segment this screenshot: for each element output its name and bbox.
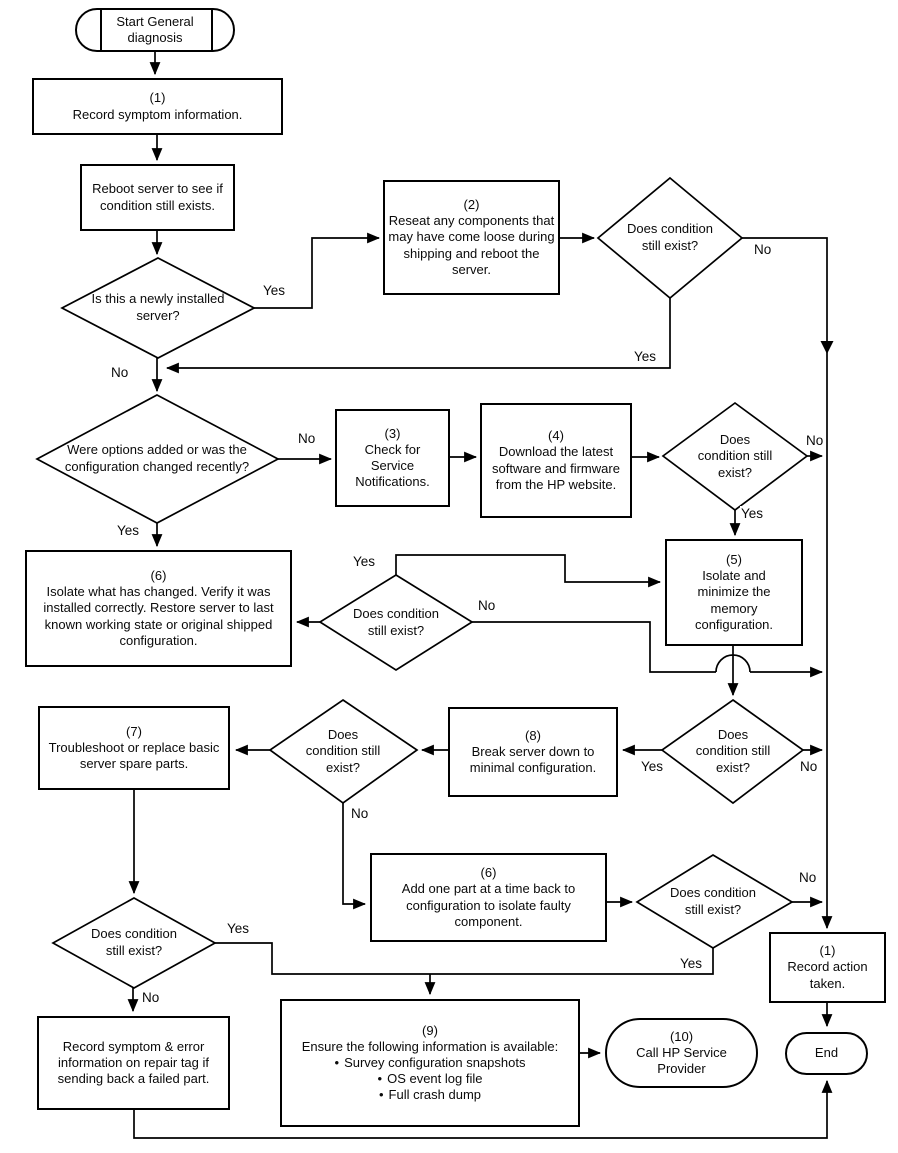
end-terminator: End: [785, 1032, 868, 1075]
edge-label-spare-no: No: [141, 990, 161, 1005]
process-isolate-changed: (6) Isolate what has changed. Verify it …: [25, 550, 292, 667]
process-download-firmware: (4) Download the latest software and fir…: [480, 403, 632, 518]
decision-spare-parts-label: Does condition still exist?: [91, 926, 177, 958]
step-number: (6): [480, 865, 497, 881]
process-troubleshoot: (7) Troubleshoot or replace basic server…: [38, 706, 230, 790]
decision-after-add-shape: [635, 854, 794, 949]
decision-after-reseat-shape: [596, 176, 744, 300]
decision-after-break-label: Does condition still exist?: [305, 726, 381, 775]
decision-after-memory-shape: [660, 698, 805, 805]
bullet-item: •OS event log file: [377, 1071, 483, 1087]
process-record-symptom: (1) Record symptom information.: [32, 78, 283, 135]
step-text: Isolate and minimize the memory configur…: [694, 568, 774, 632]
step-text: Check for Service Notifications.: [355, 441, 430, 490]
edge-label-options-yes: Yes: [116, 523, 141, 538]
bullet-item: •Full crash dump: [378, 1087, 482, 1103]
edge-label-download-no: No: [805, 433, 825, 448]
bullet-icon: •: [378, 1087, 384, 1103]
decision-newly-installed-label: Is this a newly installed server?: [91, 291, 225, 323]
step-text: Record symptom & error information on re…: [57, 1038, 210, 1087]
process-reboot-server: Reboot server to see if condition still …: [80, 164, 235, 231]
step-number: (7): [126, 723, 142, 739]
edge-label-reseat-no: No: [753, 242, 773, 257]
step-number: (1): [149, 90, 166, 106]
decision-after-break-shape: [268, 698, 419, 805]
terminator-call-hp: (10) Call HP Service Provider: [605, 1018, 758, 1088]
decision-spare-parts-shape: [51, 897, 217, 989]
terminator-inner-line: [100, 10, 102, 50]
decision-after-download-shape: [661, 401, 809, 512]
process-add-one-part: (6) Add one part at a time back to confi…: [370, 853, 607, 942]
process-isolate-memory: (5) Isolate and minimize the memory conf…: [665, 539, 803, 646]
process-check-notifications: (3) Check for Service Notifications.: [335, 409, 450, 507]
process-ensure-info: (9) Ensure the following information is …: [280, 999, 580, 1127]
step-text: Isolate what has changed. Verify it was …: [43, 584, 274, 648]
step-text: Add one part at a time back to configura…: [401, 881, 576, 929]
edge-label-download-yes: Yes: [740, 506, 765, 521]
bullet-icon: •: [377, 1071, 383, 1087]
step-text: Break server down to minimal configurati…: [469, 743, 597, 776]
step-text: Ensure the following information is avai…: [301, 1038, 559, 1054]
edge-label-newly-yes: Yes: [262, 283, 287, 298]
decision-newly-installed-shape: [60, 257, 256, 359]
edge-label-add-yes: Yes: [679, 956, 704, 971]
edge-label-reseat-yes: Yes: [633, 349, 658, 364]
step-number: (1): [819, 943, 836, 959]
decision-after-reseat-label: Does condition still exist?: [627, 221, 713, 253]
process-break-down: (8) Break server down to minimal configu…: [448, 707, 618, 797]
edge-label-isolate-no: No: [477, 598, 497, 613]
step-number: (5): [726, 552, 742, 568]
bullet-item: •Survey configuration snapshots: [334, 1054, 526, 1070]
decision-after-isolate-label: Does condition still exist?: [353, 605, 439, 638]
start-label: Start General diagnosis: [116, 13, 194, 45]
process-record-action: (1) Record action taken.: [769, 932, 886, 1003]
decision-after-download-label: Does condition still exist?: [697, 431, 773, 480]
decision-options-changed-label: Were options added or was the configurat…: [64, 442, 250, 474]
step-number: (3): [384, 425, 401, 441]
step-text: Record action taken.: [787, 959, 868, 991]
step-number: (9): [422, 1022, 438, 1038]
terminator-inner-line: [211, 10, 213, 50]
bullet-icon: •: [334, 1054, 340, 1070]
edge-label-isolate-yes: Yes: [352, 554, 377, 569]
decision-options-changed-shape: [35, 394, 280, 524]
decision-after-memory-label: Does condition still exist?: [695, 726, 771, 775]
decision-after-add-label: Does condition still exist?: [670, 884, 756, 917]
edge-label-options-no: No: [297, 431, 317, 446]
step-number: (10): [669, 1028, 694, 1044]
step-text: Troubleshoot or replace basic server spa…: [48, 739, 220, 772]
step-number: (8): [525, 727, 541, 743]
step-text: Record symptom information.: [72, 106, 243, 122]
edge-label-memory-no: No: [799, 759, 819, 774]
step-number: (6): [150, 568, 167, 584]
edge-label-memory-yes: Yes: [640, 759, 665, 774]
edge-label-newly-no: No: [110, 365, 130, 380]
step-number: (4): [548, 428, 564, 444]
step-text: Call HP Service Provider: [636, 1044, 727, 1077]
step-text: Download the latest software and firmwar…: [492, 444, 620, 492]
step-number: (2): [463, 197, 480, 213]
edge-label-spare-yes: Yes: [226, 921, 251, 936]
start-terminator: Start General diagnosis: [75, 8, 235, 52]
process-reseat-components: (2) Reseat any components that may have …: [383, 180, 560, 295]
process-record-repair-tag: Record symptom & error information on re…: [37, 1016, 230, 1110]
decision-after-isolate-shape: [318, 574, 474, 672]
step-text: Reboot server to see if condition still …: [92, 181, 223, 213]
edge-label-break-no: No: [350, 806, 370, 821]
step-text: Reseat any components that may have come…: [388, 213, 555, 277]
end-label: End: [814, 1045, 839, 1061]
edge-label-add-no: No: [798, 870, 818, 885]
